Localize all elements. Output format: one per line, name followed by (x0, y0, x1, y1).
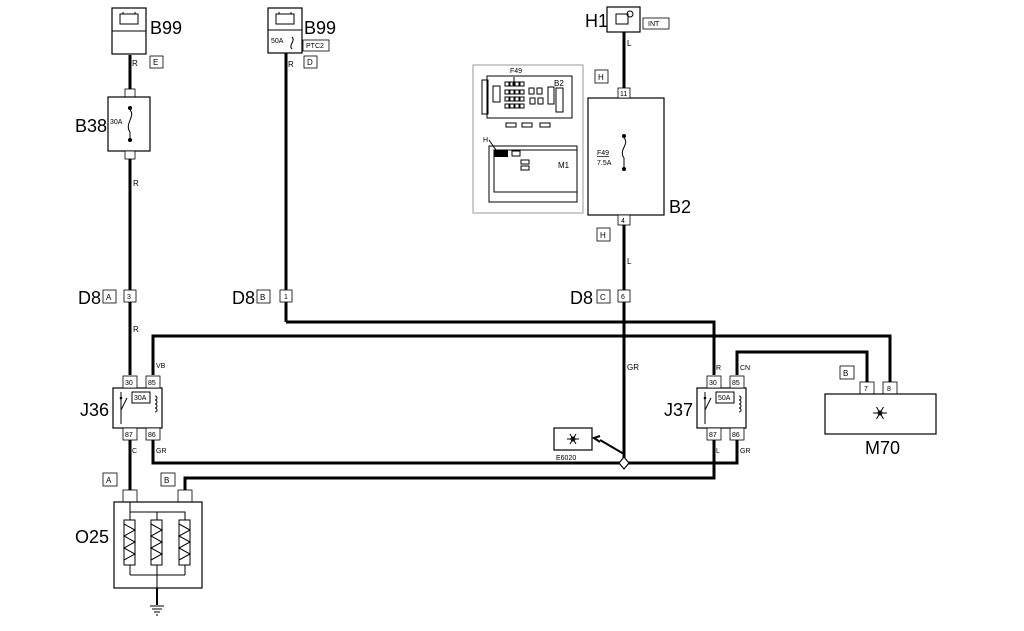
m70-pin-7: 7 (864, 386, 868, 393)
j37-wire-r: R (716, 365, 721, 372)
j37-relay: 30 85 87 86 50A J37 R CN L GR (664, 365, 751, 455)
h1-ignition-switch: H1 INT L (585, 6, 670, 48)
j37-wire-cn: CN (740, 365, 750, 372)
d8-a-label: D8 (78, 288, 101, 308)
j36-wire-c: C (132, 448, 137, 455)
b38-fuse: 30A B38 R (75, 88, 151, 188)
locator-m1-label: M1 (558, 161, 570, 170)
relay-icon (119, 391, 158, 424)
d8-c-pin: 6 (621, 294, 625, 301)
b99-left-label: B99 (150, 18, 182, 38)
b2-fuse-box: H 11 4 F49 7.5A B2 H L (587, 69, 691, 266)
j37-pin-86: 86 (732, 432, 740, 439)
d8-c-wire-color: GR (627, 363, 639, 372)
j36-pin-87: 87 (125, 432, 133, 439)
j37-pin-87: 87 (709, 432, 717, 439)
o25-label: O25 (75, 527, 109, 547)
b2-wire-color: L (627, 257, 632, 266)
o25-heater: A B O25 (75, 472, 203, 616)
b99-mid-rating: 50A (271, 38, 284, 45)
d8-b-pin: 1 (284, 294, 288, 301)
d8-b-label: D8 (232, 288, 255, 308)
d8-connector-b: D8 B 1 (232, 288, 293, 308)
locator-connector-h: H (483, 137, 488, 144)
battery-icon (275, 12, 295, 25)
h1-wire-color: L (627, 39, 632, 48)
j36-pin-86: 86 (148, 432, 156, 439)
j37-wire-l: L (716, 448, 720, 455)
b2-connector-top: H (598, 73, 604, 82)
o25-connector-b: B (164, 476, 169, 485)
b99-mid-sub-label: PTC2 (306, 43, 324, 50)
b2-pin-top: 11 (620, 91, 627, 98)
b2-fuse-name: F49 (597, 150, 609, 157)
b2-fuse-rating: 7.5A (597, 160, 612, 167)
d8-c-label: D8 (570, 288, 593, 308)
b99-mid-battery: 50A B99 PTC2 R D (267, 7, 336, 69)
ground-icon (150, 605, 164, 616)
b2-connector-bottom: H (600, 231, 606, 240)
j37-wire-gr: GR (740, 448, 751, 455)
o25-connector-a: A (106, 476, 112, 485)
j36-wire-vb: VB (156, 363, 166, 370)
b99-mid-wire-color: R (288, 60, 294, 69)
wires (128, 32, 892, 605)
j36-relay: 30 85 87 86 30A J36 VB C GR (80, 363, 167, 455)
d8-a-pin: 3 (127, 294, 131, 301)
b2-pin-bottom: 4 (621, 218, 625, 225)
b99-mid-label: B99 (304, 18, 336, 38)
relay-icon (703, 391, 742, 424)
fuse-icon (290, 36, 294, 50)
d8-c-connector: C (600, 293, 606, 302)
b2-label: B2 (669, 197, 691, 217)
snowflake-icon (567, 433, 579, 445)
locator-fuse-label: F49 (510, 68, 522, 75)
d8-connector-a: D8 A 3 R (78, 288, 139, 334)
d8-connector-c: D8 C 6 GR (570, 288, 639, 372)
d8-a-wire-color: R (133, 325, 139, 334)
j37-pin-85: 85 (732, 380, 740, 387)
b38-rating: 30A (110, 119, 123, 126)
snowflake-icon (873, 406, 887, 420)
locator-b2-label: B2 (554, 79, 564, 88)
j36-label: J36 (80, 400, 109, 420)
fuse-icon (127, 106, 133, 142)
j37-pin-30: 30 (709, 380, 717, 387)
battery-icon (119, 12, 139, 25)
fuse-box-locator: F49 B2 H M1 (472, 64, 584, 214)
j36-pin-30: 30 (125, 380, 133, 387)
ignition-switch-icon (615, 10, 634, 25)
e6020-sensor: E6020 (553, 427, 593, 462)
j37-rating: 50A (718, 395, 731, 402)
heater-element-icon (122, 502, 192, 588)
j37-label: J37 (664, 400, 693, 420)
h1-label: H1 (585, 11, 608, 31)
m70-label: M70 (865, 438, 900, 458)
j36-wire-gr: GR (156, 448, 167, 455)
j36-pin-85: 85 (148, 380, 156, 387)
b99-left-wire-color: R (132, 59, 138, 68)
b99-mid-connector: D (307, 58, 313, 67)
d8-a-connector: A (106, 293, 112, 302)
b99-left-battery: B99 R E (111, 7, 182, 69)
h1-sub-label: INT (648, 21, 660, 28)
b38-label: B38 (75, 116, 107, 136)
m70-pin-8: 8 (887, 386, 891, 393)
b38-wire-color: R (133, 179, 139, 188)
fuse-icon (621, 134, 627, 171)
b99-left-connector: E (153, 58, 158, 67)
j36-rating: 30A (134, 395, 147, 402)
m70-fan-module: B 7 8 M70 (824, 365, 937, 458)
e6020-label: E6020 (556, 455, 576, 462)
d8-b-connector: B (260, 293, 265, 302)
m70-connector: B (843, 369, 848, 378)
